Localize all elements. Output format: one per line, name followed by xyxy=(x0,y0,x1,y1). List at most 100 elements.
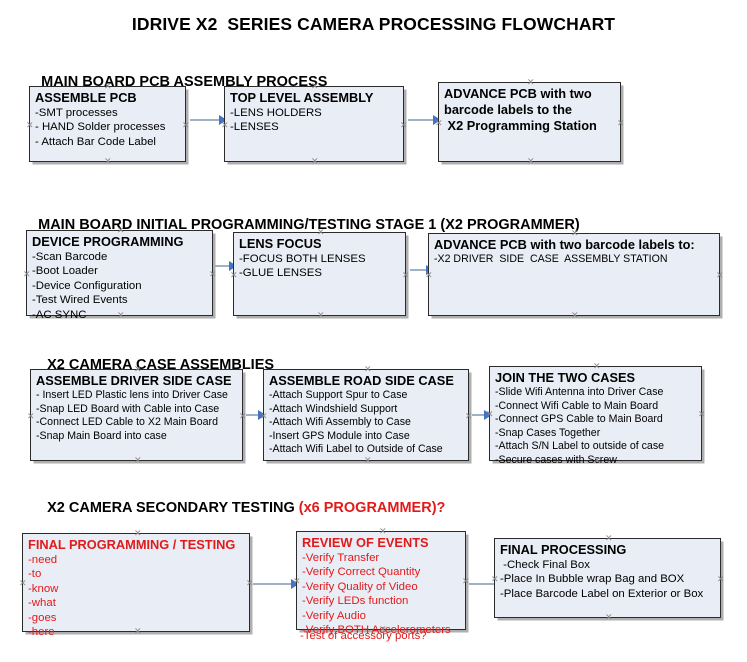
resize-handle[interactable]: ✕ xyxy=(527,77,535,87)
flow-box-title: REVIEW OF EVENTS xyxy=(302,535,429,550)
flow-box-title: ADVANCE PCB with two barcode labels to: xyxy=(434,237,695,252)
resize-handle[interactable]: ✕ xyxy=(364,455,372,465)
connector-arrow-line xyxy=(410,269,429,271)
flow-box-line: - Attach Bar Code Label xyxy=(35,135,156,148)
resize-handle[interactable]: ✕ xyxy=(117,310,125,320)
resize-handle[interactable]: ✕ xyxy=(246,578,254,588)
resize-handle[interactable]: ✕ xyxy=(435,118,443,128)
flow-box-title: FINAL PROGRAMMING / TESTING xyxy=(28,537,236,552)
flow-box-assemble-driver-side-case[interactable]: ASSEMBLE DRIVER SIDE CASE - Insert LED P… xyxy=(27,364,247,465)
resize-handle[interactable]: ✕ xyxy=(311,156,319,166)
flow-box-line: -Insert GPS Module into Case xyxy=(269,429,410,442)
resize-handle[interactable]: ✕ xyxy=(117,225,125,235)
flow-box-advance-pcb-to-driver-side-case-assembly[interactable]: ADVANCE PCB with two barcode labels to: … xyxy=(425,228,724,320)
resize-handle[interactable]: ✕ xyxy=(617,118,625,128)
flow-box-assemble-pcb[interactable]: ASSEMBLE PCB -SMT processes - HAND Solde… xyxy=(26,81,190,166)
flow-box-line: -Attach Support Spur to Case xyxy=(269,389,408,401)
resize-handle[interactable]: ✕ xyxy=(571,228,579,238)
resize-handle[interactable]: ✕ xyxy=(134,455,142,465)
flow-box-line: -Snap Cases Together xyxy=(495,426,601,439)
resize-handle[interactable]: ✕ xyxy=(260,411,268,421)
resize-handle[interactable]: ✕ xyxy=(425,270,433,280)
flow-box-device-programming[interactable]: DEVICE PROGRAMMING -Scan Barcode -Boot L… xyxy=(23,225,217,321)
flow-box-title-cont: barcode labels to the xyxy=(444,102,573,117)
flow-box-line: -Slide Wifi Antenna into Driver Case xyxy=(495,386,664,398)
flow-box-line: -Check Final Box xyxy=(500,559,590,571)
resize-handle[interactable]: ✕ xyxy=(230,270,238,280)
resize-handle[interactable]: ✕ xyxy=(717,574,725,584)
resize-handle[interactable]: ✕ xyxy=(104,81,112,91)
flow-box-line: -Attach Windshield Support xyxy=(269,402,398,415)
resize-handle[interactable]: ✕ xyxy=(317,310,325,320)
resize-handle[interactable]: ✕ xyxy=(27,411,35,421)
flow-box-line: -Secure cases with Screw xyxy=(495,453,617,466)
resize-handle[interactable]: ✕ xyxy=(486,409,494,419)
resize-handle[interactable]: ✕ xyxy=(134,528,142,538)
connector-arrowhead-icon xyxy=(484,410,492,420)
flow-box-review-of-events[interactable]: REVIEW OF EVENTS -Verify Transfer -Verif… xyxy=(293,526,470,637)
flow-box-title: ASSEMBLE DRIVER SIDE CASE xyxy=(36,373,232,388)
resize-handle[interactable]: ✕ xyxy=(605,612,613,622)
flow-box-lens-focus[interactable]: LENS FOCUS -FOCUS BOTH LENSES -GLUE LENS… xyxy=(230,227,410,320)
flow-box-top-level-assembly[interactable]: TOP LEVEL ASSEMBLY -LENS HOLDERS -LENSES… xyxy=(221,81,408,166)
flow-box-line: -Connect GPS Cable to Main Board xyxy=(495,413,663,426)
flow-box-assemble-road-side-case[interactable]: ASSEMBLE ROAD SIDE CASE -Attach Support … xyxy=(260,364,473,465)
resize-handle[interactable]: ✕ xyxy=(26,120,34,130)
resize-handle[interactable]: ✕ xyxy=(716,270,724,280)
resize-handle[interactable]: ✕ xyxy=(134,626,142,636)
connector-arrow-line xyxy=(215,265,233,267)
resize-handle[interactable]: ✕ xyxy=(571,310,579,320)
flow-box-join-the-two-cases[interactable]: JOIN THE TWO CASES -Slide Wifi Antenna i… xyxy=(486,361,706,466)
flow-box-line: -LENS HOLDERS xyxy=(230,107,322,119)
resize-handle[interactable]: ✕ xyxy=(293,576,301,586)
flow-box-title: DEVICE PROGRAMMING xyxy=(32,234,184,249)
flow-box-title: ASSEMBLE PCB xyxy=(35,90,137,105)
flow-box-line: -Verify BOTH Accelerometers xyxy=(302,624,451,637)
connector-arrowhead-icon xyxy=(258,410,266,420)
flow-box-line: -Snap Main Board into case xyxy=(36,429,167,442)
connector-arrow-line xyxy=(190,119,221,121)
resize-handle[interactable]: ✕ xyxy=(182,120,190,130)
resize-handle[interactable]: ✕ xyxy=(593,455,601,465)
flow-box-line: -LENSES xyxy=(230,121,279,134)
resize-handle[interactable]: ✕ xyxy=(23,269,31,279)
resize-handle[interactable]: ✕ xyxy=(311,81,319,91)
flow-box-line: -SMT processes xyxy=(35,107,118,119)
flow-box-line: -Connect LED Cable to X2 Main Board xyxy=(36,416,218,429)
resize-handle[interactable]: ✕ xyxy=(19,578,27,588)
resize-handle[interactable]: ✕ xyxy=(104,156,112,166)
resize-handle[interactable]: ✕ xyxy=(379,624,387,634)
flow-box-line: -to xyxy=(28,568,42,581)
flow-box-advance-pcb-to-x2-programming-station[interactable]: ADVANCE PCB with two barcode labels to t… xyxy=(435,77,625,166)
resize-handle[interactable]: ✕ xyxy=(209,269,217,279)
resize-handle[interactable]: ✕ xyxy=(364,364,372,374)
flow-box-line: -Verify Correct Quantity xyxy=(302,566,421,579)
flow-box-final-processing[interactable]: FINAL PROCESSING -Check Final Box -Place… xyxy=(491,533,725,622)
resize-handle[interactable]: ✕ xyxy=(317,227,325,237)
resize-handle[interactable]: ✕ xyxy=(698,409,706,419)
resize-handle[interactable]: ✕ xyxy=(221,120,229,130)
flow-box-final-programming-testing[interactable]: FINAL PROGRAMMING / TESTING -need -to -k… xyxy=(19,528,254,639)
resize-handle[interactable]: ✕ xyxy=(465,411,473,421)
flow-box-line: -AC SYNC xyxy=(32,308,87,321)
resize-handle[interactable]: ✕ xyxy=(239,411,247,421)
flow-box-line: -GLUE LENSES xyxy=(239,267,322,280)
resize-handle[interactable]: ✕ xyxy=(379,526,387,536)
connector-arrow-line xyxy=(408,119,435,121)
resize-handle[interactable]: ✕ xyxy=(491,574,499,584)
connector-arrowhead-icon xyxy=(291,579,299,589)
flow-box-line: -what xyxy=(28,597,56,610)
resize-handle[interactable]: ✕ xyxy=(134,364,142,374)
resize-handle[interactable]: ✕ xyxy=(400,120,408,130)
section-heading-text: X2 CAMERA SECONDARY TESTING xyxy=(47,500,299,516)
resize-handle[interactable]: ✕ xyxy=(462,576,470,586)
resize-handle[interactable]: ✕ xyxy=(402,270,410,280)
flow-box-line: -Place Barcode Label on Exterior or Box xyxy=(500,587,704,600)
resize-handle[interactable]: ✕ xyxy=(605,533,613,543)
flow-box-title: ASSEMBLE ROAD SIDE CASE xyxy=(269,373,454,388)
flow-box-line: -Verify Audio xyxy=(302,609,366,622)
flow-box-line: -Verify Quality of Video xyxy=(302,580,418,593)
resize-handle[interactable]: ✕ xyxy=(527,156,535,166)
resize-handle[interactable]: ✕ xyxy=(593,361,601,371)
